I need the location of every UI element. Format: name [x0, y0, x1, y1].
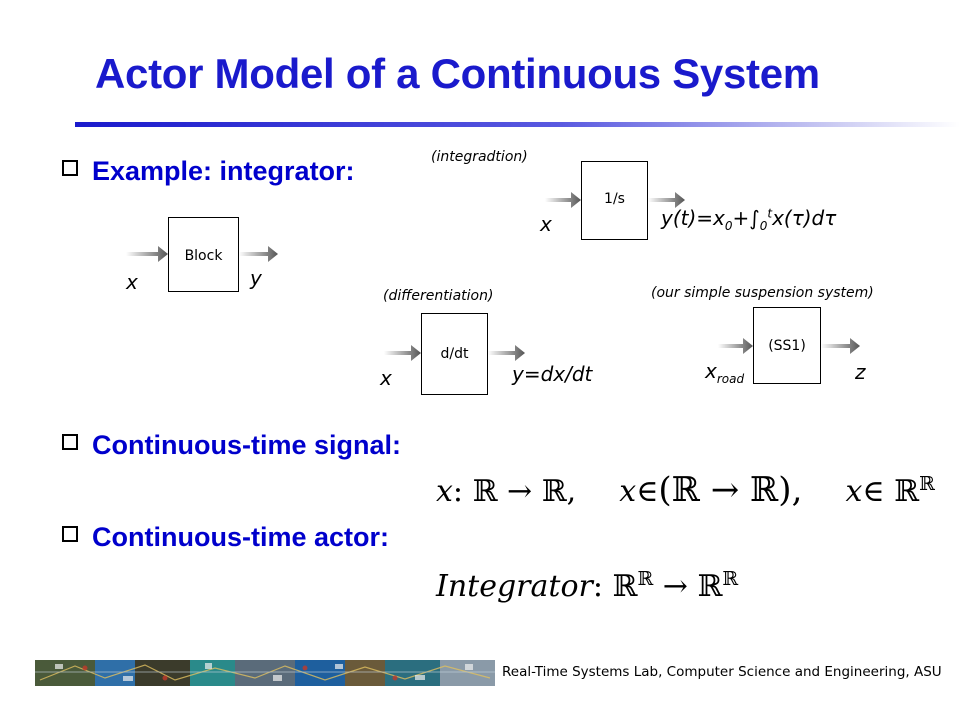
- diff-input-arrow: [384, 345, 421, 361]
- bullet-example: Example: integrator:: [62, 156, 355, 187]
- integrator-caption: (integradtion): [431, 149, 528, 165]
- block-input-label: x: [126, 270, 138, 294]
- block-output-label: y: [250, 266, 262, 290]
- title-underline: [75, 122, 960, 127]
- block-output-arrow: [239, 246, 278, 262]
- integrator-input-arrow: [545, 192, 581, 208]
- footer-circuit-image: [35, 660, 495, 686]
- signal-formula: x: ℝ → ℝ, x∈(ℝ → ℝ), x∈ ℝℝ: [436, 470, 935, 510]
- ss1-input-arrow: [718, 338, 753, 354]
- diff-output-arrow: [488, 345, 525, 361]
- bullet-square-icon: [62, 434, 78, 450]
- page-title: Actor Model of a Continuous System: [95, 50, 820, 97]
- ss1-box: (SS1): [753, 307, 821, 384]
- bullet-square-icon: [62, 526, 78, 542]
- footer-credit: Real-Time Systems Lab, Computer Science …: [502, 664, 942, 680]
- integrator-output-label: y(t)=x0+∫0tx(τ)dτ: [661, 206, 837, 233]
- bullet-signal: Continuous-time signal:: [62, 430, 401, 461]
- ss1-input-label: xroad: [705, 359, 745, 386]
- diff-box: d/dt: [421, 313, 488, 395]
- bullet-actor: Continuous-time actor:: [62, 522, 389, 553]
- block-input-arrow: [126, 246, 168, 262]
- integrator-output-arrow: [648, 192, 685, 208]
- integrator-input-label: x: [540, 212, 552, 236]
- diff-caption: (differentiation): [383, 288, 494, 304]
- ss1-caption: (our simple suspension system): [651, 285, 874, 301]
- ss1-output-arrow: [821, 338, 860, 354]
- diff-output-label: y=dx/dt: [512, 362, 593, 386]
- ss1-output-label: z: [855, 360, 866, 384]
- diff-input-label: x: [380, 366, 392, 390]
- block-box: Block: [168, 217, 239, 292]
- actor-formula: Integrator: ℝℝ → ℝℝ: [436, 568, 739, 604]
- bullet-square-icon: [62, 160, 78, 176]
- integrator-box: 1/s: [581, 161, 648, 240]
